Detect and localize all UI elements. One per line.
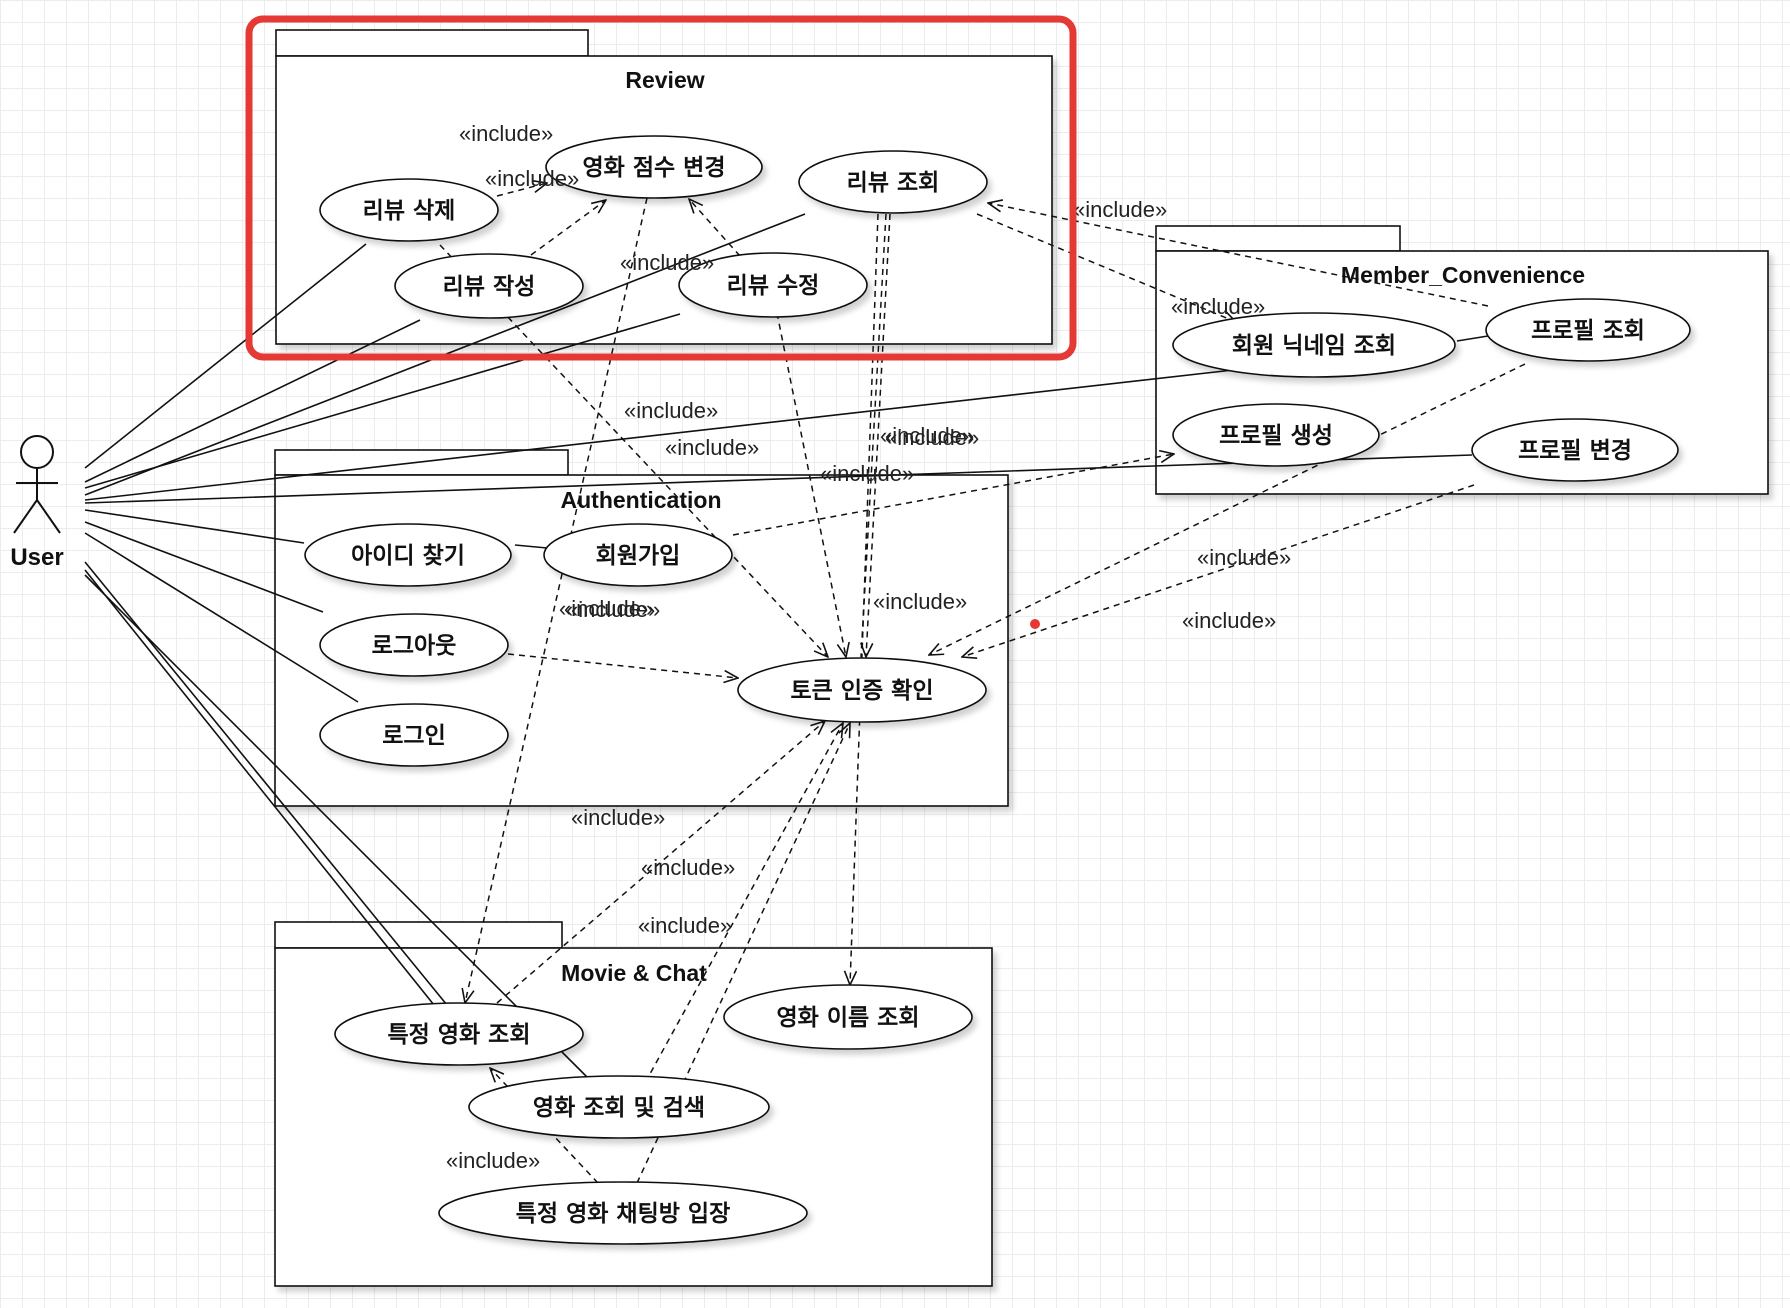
usecase-review-edit-label: 리뷰 수정 <box>727 273 820 299</box>
usecase-nickname-view[interactable]: 회원 닉네임 조회 <box>1172 312 1456 378</box>
assoc-review-edit <box>84 313 681 489</box>
include-label: «include» <box>1073 197 1167 222</box>
package-review-title: Review <box>625 67 704 93</box>
assoc-find-signup <box>514 544 548 549</box>
usecase-movie-name-label: 영화 이름 조회 <box>777 1005 920 1031</box>
assoc-nickname-profile <box>1456 335 1489 342</box>
dep-logout-token <box>507 653 738 678</box>
dep-profile-view-token <box>929 363 1526 655</box>
dep-signup-profile-create <box>732 454 1174 536</box>
dep-edit-token <box>776 312 846 657</box>
package-movie-title: Movie & Chat <box>561 960 707 986</box>
usecase-review-view[interactable]: 리뷰 조회 <box>798 150 988 214</box>
include-label: «include» <box>638 913 732 938</box>
dep-chat-token <box>636 723 850 1184</box>
dep-edit-score <box>689 199 741 257</box>
include-label: «include» <box>620 250 714 275</box>
usecase-signup-label: 회원가입 <box>596 543 681 569</box>
usecase-logout[interactable]: 로그아웃 <box>319 613 509 677</box>
include-label: «include» <box>485 166 579 191</box>
usecase-chat-enter-label: 특정 영화 채팅방 입장 <box>516 1201 730 1227</box>
use-cases: 영화 점수 변경 리뷰 조회 리뷰 삭제 리뷰 작성 리뷰 수정 회원 닉네임 … <box>304 135 1691 1245</box>
dep-profile-edit-token <box>962 484 1475 657</box>
usecase-movie-search-label: 영화 조회 및 검색 <box>533 1095 705 1121</box>
marker-dot <box>1030 619 1040 629</box>
usecase-login-label: 로그인 <box>382 723 445 749</box>
include-label: «include» <box>1182 608 1276 633</box>
usecase-profile-create-label: 프로필 생성 <box>1219 423 1333 449</box>
usecase-token-check-label: 토큰 인증 확인 <box>791 678 934 704</box>
usecase-score-change[interactable]: 영화 점수 변경 <box>545 135 763 199</box>
usecase-movie-detail[interactable]: 특정 영화 조회 <box>334 1002 584 1066</box>
usecase-chat-enter[interactable]: 특정 영화 채팅방 입장 <box>438 1181 808 1245</box>
actor-user-label: User <box>10 544 63 571</box>
include-label: «include» <box>559 596 653 621</box>
include-label: «include» <box>1197 545 1291 570</box>
dep-view-movie-name <box>850 213 879 985</box>
usecase-score-change-label: 영화 점수 변경 <box>583 155 726 181</box>
usecase-find-id[interactable]: 아이디 찾기 <box>304 523 512 587</box>
include-dependencies <box>439 183 1526 1184</box>
usecase-profile-edit-label: 프로필 변경 <box>1518 438 1632 464</box>
usecase-profile-edit[interactable]: 프로필 변경 <box>1471 418 1679 482</box>
usecase-profile-view-label: 프로필 조회 <box>1531 318 1645 344</box>
review-highlight-box <box>245 15 1077 361</box>
include-label: «include» <box>880 423 974 448</box>
usecase-review-view-label: 리뷰 조회 <box>847 170 940 196</box>
usecase-logout-label: 로그아웃 <box>372 633 457 659</box>
assoc-review-delete <box>84 243 367 469</box>
assoc-find-id <box>84 509 305 544</box>
actor-user[interactable]: User <box>10 435 64 571</box>
usecase-find-id-label: 아이디 찾기 <box>351 543 465 569</box>
dep-score-movie-detail <box>465 197 648 1003</box>
usecase-review-edit[interactable]: 리뷰 수정 <box>678 252 868 318</box>
usecase-movie-name[interactable]: 영화 이름 조회 <box>723 984 973 1050</box>
assoc-login <box>84 532 359 703</box>
include-label: «include» <box>624 398 718 423</box>
assoc-movie-search <box>84 574 589 1079</box>
dep-profile-view-review-view <box>988 203 1489 307</box>
dep-view-token-b <box>860 213 887 658</box>
include-label: «include» <box>641 855 735 880</box>
include-label: «include» <box>820 461 914 486</box>
include-label: «include» <box>885 425 979 450</box>
usecase-token-check[interactable]: 토큰 인증 확인 <box>737 657 987 723</box>
usecase-login[interactable]: 로그인 <box>319 703 509 767</box>
usecase-nickname-view-label: 회원 닉네임 조회 <box>1232 333 1396 359</box>
package-member-title: Member_Convenience <box>1341 262 1585 288</box>
assoc-review-write <box>84 319 421 483</box>
dep-delete-score <box>496 183 547 197</box>
associations <box>84 213 1489 1079</box>
usecase-review-write-label: 리뷰 작성 <box>443 274 536 300</box>
include-label: «include» <box>459 121 553 146</box>
usecase-movie-search[interactable]: 영화 조회 및 검색 <box>468 1075 770 1139</box>
usecase-review-delete-label: 리뷰 삭제 <box>363 198 456 224</box>
usecase-signup[interactable]: 회원가입 <box>543 523 733 587</box>
usecase-movie-detail-label: 특정 영화 조회 <box>388 1022 531 1048</box>
assoc-logout <box>84 521 324 613</box>
include-label: «include» <box>446 1148 540 1173</box>
include-label: «include» <box>571 805 665 830</box>
usecase-profile-create[interactable]: 프로필 생성 <box>1172 403 1380 467</box>
include-label: «include» <box>665 435 759 460</box>
dep-view-nickname <box>976 213 1236 322</box>
usecase-review-write[interactable]: 리뷰 작성 <box>394 253 584 319</box>
assoc-nickname <box>84 369 1234 501</box>
include-label: «include» <box>1171 294 1265 319</box>
include-label: «include» <box>566 597 660 622</box>
assoc-movie-detail-b <box>84 569 435 1006</box>
usecase-review-delete[interactable]: 리뷰 삭제 <box>319 178 499 242</box>
dep-write-score <box>530 200 606 256</box>
include-label: «include» <box>873 589 967 614</box>
package-auth-title: Authentication <box>561 487 722 513</box>
dep-search-token <box>639 723 843 1093</box>
include-labels: «include» «include» «include» «include» … <box>446 121 1291 1173</box>
usecase-profile-view[interactable]: 프로필 조회 <box>1485 298 1691 362</box>
dep-view-token-a <box>866 213 891 657</box>
